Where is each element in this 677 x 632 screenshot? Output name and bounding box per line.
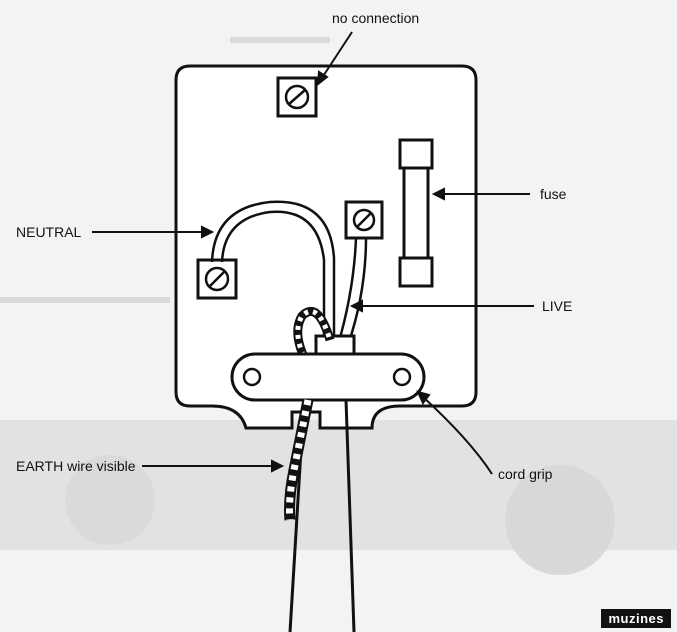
label-live: LIVE xyxy=(542,298,573,314)
earth-wire-visible xyxy=(284,398,314,521)
watermark-logo: muzines xyxy=(601,609,671,628)
earth-terminal-no-connection xyxy=(276,76,318,118)
fuse xyxy=(398,138,434,288)
live-wire xyxy=(336,237,368,346)
label-earth: EARTH wire visible xyxy=(16,458,136,474)
cord-grip xyxy=(230,352,426,402)
background-shading xyxy=(0,420,677,575)
label-cord-grip: cord grip xyxy=(498,466,553,482)
neutral-terminal xyxy=(196,258,238,300)
neutral-wire xyxy=(210,200,336,345)
earth-wire-loop xyxy=(293,307,335,375)
label-neutral: NEUTRAL xyxy=(16,224,82,240)
label-fuse: fuse xyxy=(540,186,567,202)
pointer-arrows xyxy=(92,31,534,475)
live-terminal xyxy=(344,200,384,240)
label-no-connection: no connection xyxy=(332,10,420,26)
